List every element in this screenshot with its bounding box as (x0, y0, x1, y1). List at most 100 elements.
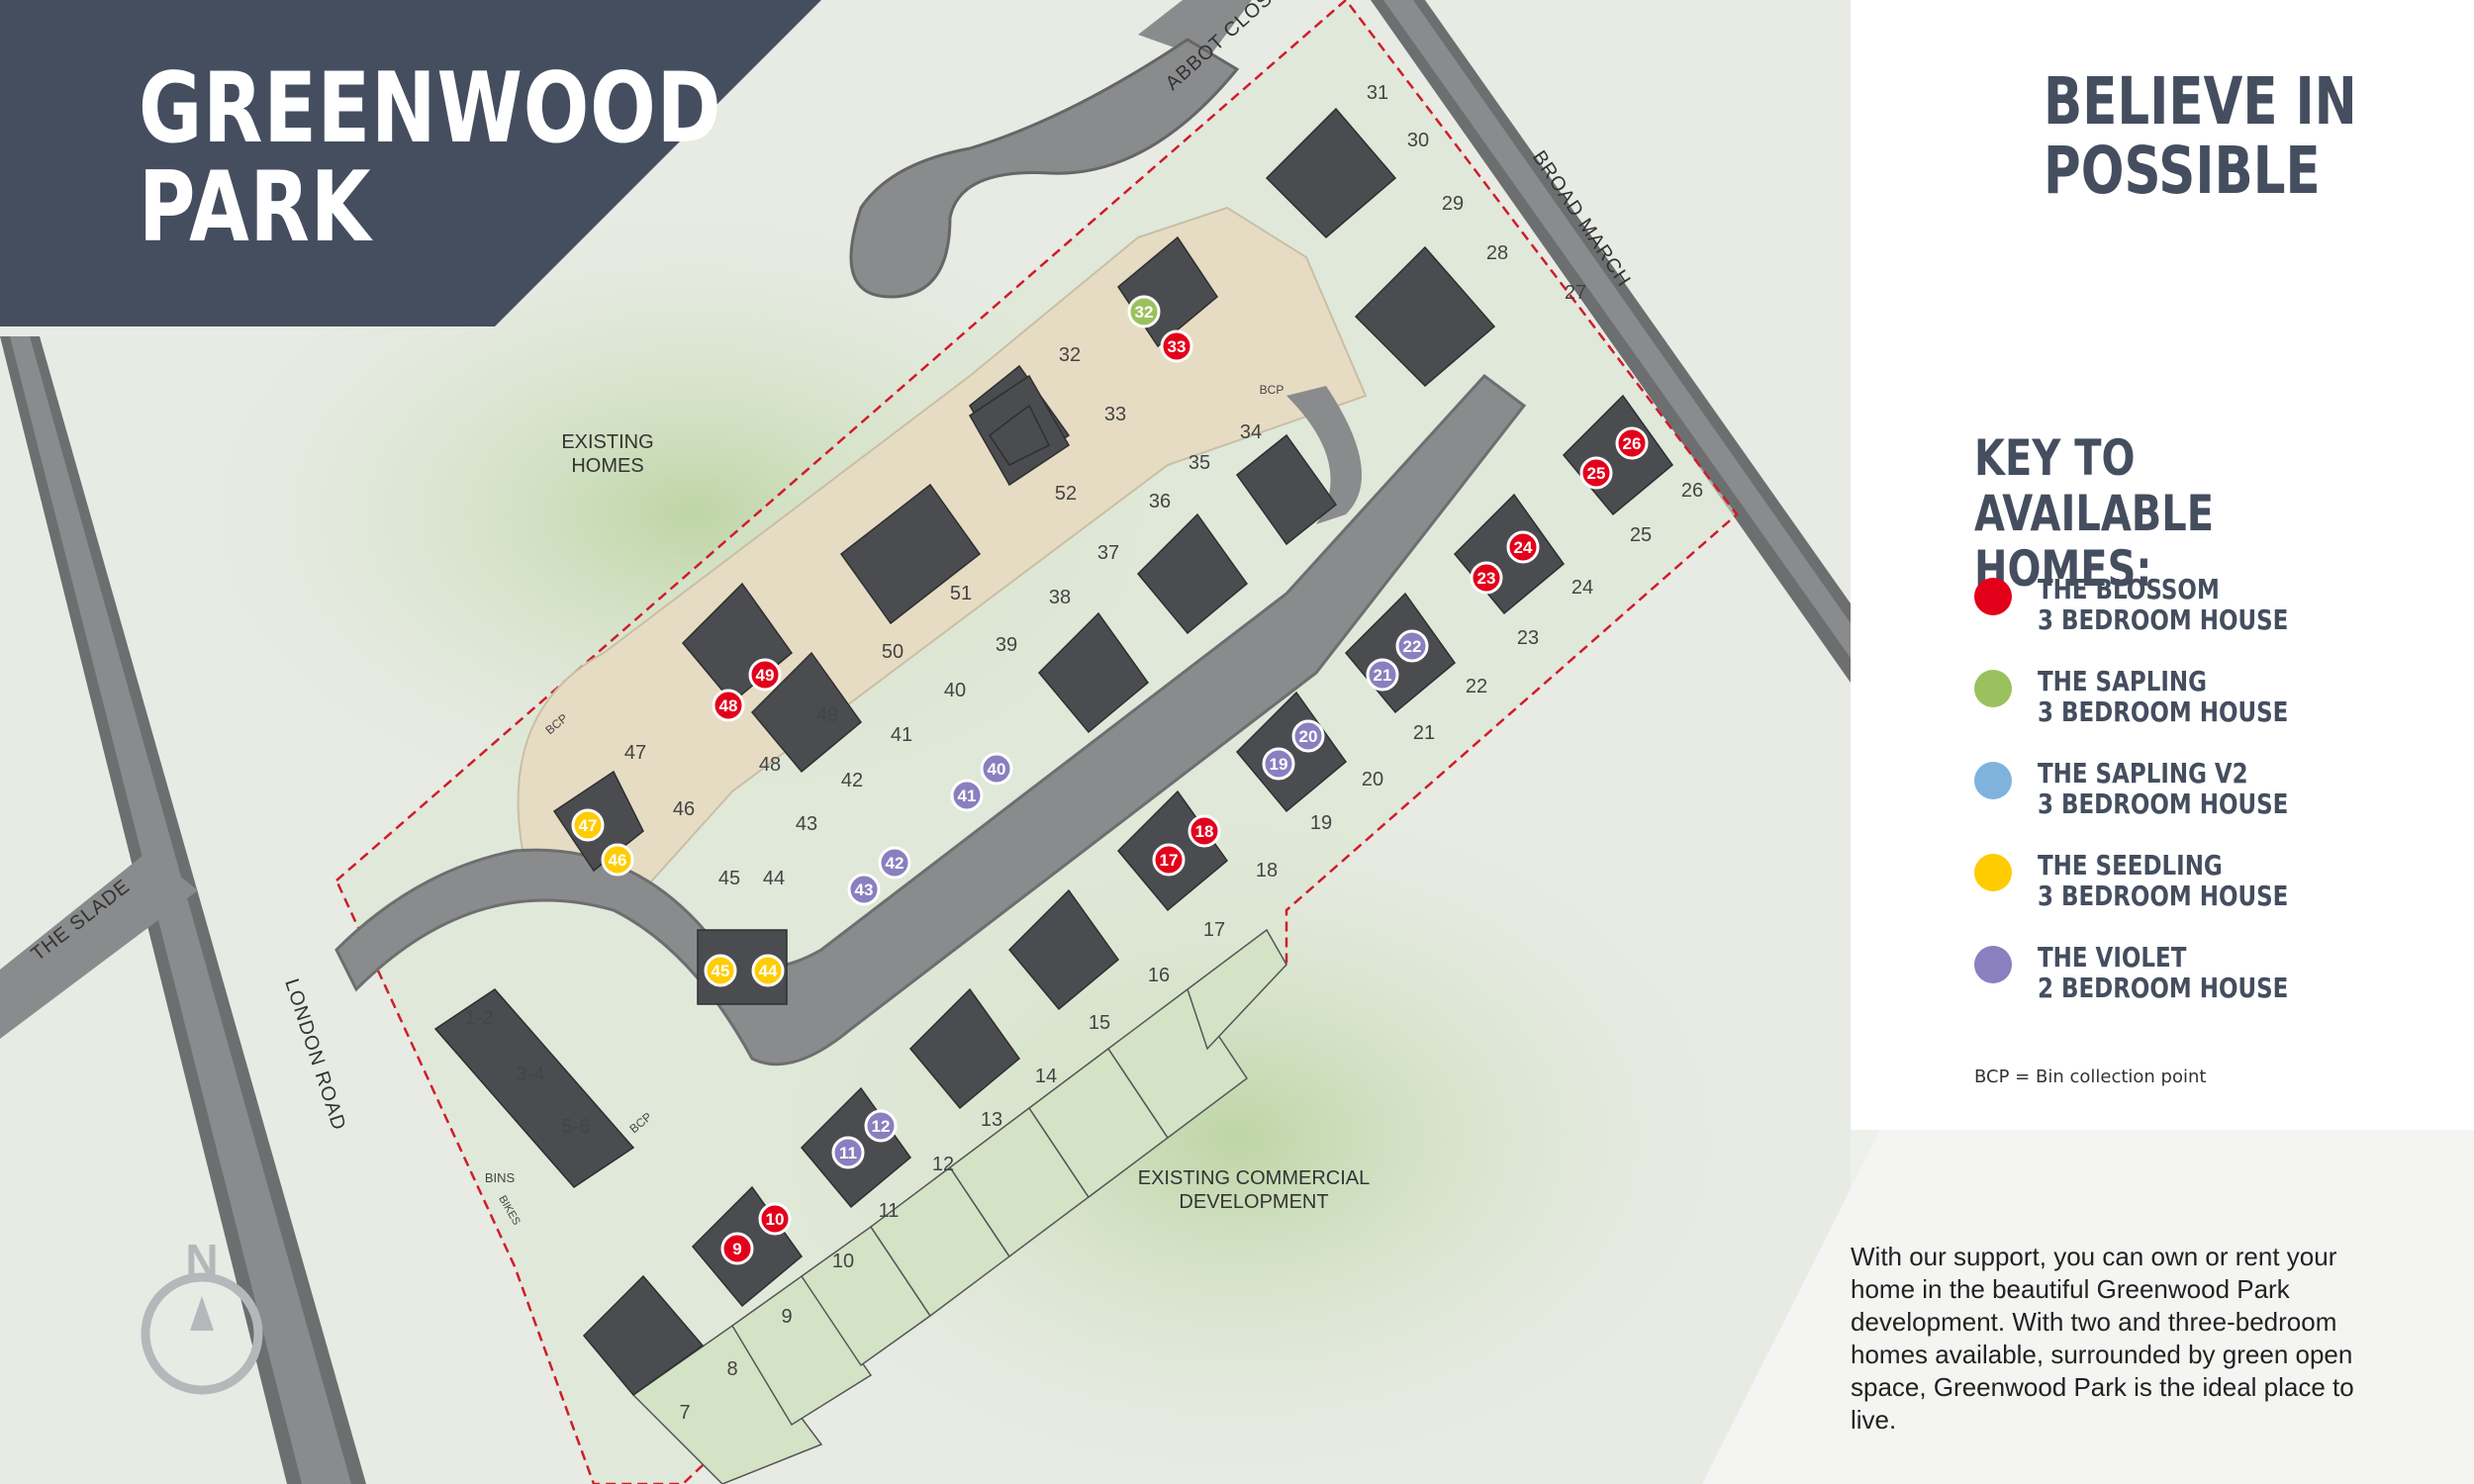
available-home-badge-sapling[interactable]: 32 (1127, 295, 1161, 328)
badge-number: 22 (1403, 637, 1422, 656)
badge-circle (1470, 561, 1503, 595)
plot-number: 22 (1466, 676, 1487, 697)
available-home-badge-seedling[interactable]: 47 (571, 808, 605, 842)
available-home-badge-violet[interactable]: 20 (1291, 719, 1325, 753)
key-title-line-1: KEY TO (1974, 429, 2136, 487)
key-item-sapling-v2: THE SAPLING V2 3 BEDROOM HOUSE (1974, 758, 2343, 850)
plot-number: 48 (759, 754, 781, 776)
badge-circle (864, 1109, 898, 1143)
plot-number: 33 (1104, 404, 1126, 425)
plot-number: 44 (763, 868, 785, 889)
plot-number: 7 (679, 1402, 690, 1424)
available-home-badge-blossom[interactable]: 10 (758, 1202, 792, 1236)
map-label-bcp-3: BCP (1260, 383, 1285, 397)
badge-circle (1366, 658, 1399, 692)
badge-number: 20 (1299, 727, 1318, 746)
plot-number: 21 (1413, 722, 1435, 744)
available-home-badge-violet[interactable]: 21 (1366, 658, 1399, 692)
available-home-badge-blossom[interactable]: 33 (1160, 329, 1193, 363)
plot-number: 42 (841, 770, 863, 791)
available-home-badge-blossom[interactable]: 18 (1188, 814, 1221, 848)
plot-number: 9 (781, 1306, 792, 1328)
north-arrow-icon (190, 1296, 214, 1331)
key-item-label: THE SEEDLING 3 BEDROOM HOUSE (2038, 850, 2288, 911)
badge-circle (1262, 747, 1295, 781)
badge-number: 32 (1135, 303, 1154, 322)
available-home-badge-violet[interactable]: 42 (878, 846, 911, 880)
available-home-badge-blossom[interactable]: 26 (1615, 426, 1649, 460)
available-home-badge-violet[interactable]: 22 (1395, 629, 1429, 663)
plot-number: 50 (882, 641, 904, 663)
available-home-badge-seedling[interactable]: 45 (704, 954, 737, 987)
badge-number: 49 (756, 666, 775, 685)
area-label-commercial-1: EXISTING COMMERCIAL (1138, 1167, 1370, 1189)
plot-number: 47 (624, 742, 646, 764)
area-label-commercial-2: DEVELOPMENT (1179, 1191, 1328, 1213)
badge-circle (1127, 295, 1161, 328)
badge-number: 10 (766, 1210, 785, 1229)
badge-number: 26 (1623, 434, 1642, 453)
badge-number: 48 (719, 696, 738, 715)
available-home-badge-violet[interactable]: 41 (950, 779, 984, 812)
plot-number: 15 (1089, 1012, 1110, 1034)
available-home-badge-violet[interactable]: 12 (864, 1109, 898, 1143)
key-item-label: THE SAPLING 3 BEDROOM HOUSE (2038, 666, 2288, 727)
plot-number-layer: 7891011121314151617181920212223242526272… (465, 82, 1704, 1424)
plot-number: 49 (816, 704, 838, 726)
key-item-name: THE SAPLING (2038, 665, 2207, 697)
badge-circle (601, 843, 634, 877)
badge-circle (1152, 843, 1186, 877)
plot-number: 3-4 (517, 1064, 545, 1085)
plot-number: 1-2 (465, 1007, 494, 1029)
available-home-badge-blossom[interactable]: 48 (712, 689, 745, 722)
badge-number: 42 (886, 854, 904, 873)
available-home-badge-blossom[interactable]: 25 (1579, 456, 1613, 490)
available-home-badge-blossom[interactable]: 49 (748, 658, 782, 692)
available-home-badge-seedling[interactable]: 44 (751, 954, 785, 987)
badge-circle (1506, 530, 1540, 564)
badge-circle (1291, 719, 1325, 753)
bcp-note: BCP = Bin collection point (1974, 1067, 2207, 1087)
key-title-line-2: AVAILABLE HOMES: (1974, 485, 2215, 598)
badge-circle (1188, 814, 1221, 848)
internal-road-spur (1286, 386, 1362, 524)
badge-circle (950, 779, 984, 812)
available-home-badge-blossom[interactable]: 24 (1506, 530, 1540, 564)
plot-number: 52 (1055, 483, 1077, 505)
plot-number: 32 (1059, 344, 1081, 366)
key-item-name: THE VIOLET (2038, 941, 2187, 974)
plot-number: 14 (1035, 1066, 1057, 1087)
key-item-label: THE SAPLING V2 3 BEDROOM HOUSE (2038, 758, 2288, 819)
available-home-badge-blossom[interactable]: 9 (720, 1232, 754, 1265)
badge-number: 17 (1160, 851, 1179, 870)
available-home-badge-violet[interactable]: 19 (1262, 747, 1295, 781)
badge-number: 23 (1477, 569, 1496, 588)
plots-south-row (631, 928, 1287, 1484)
badge-circle (878, 846, 911, 880)
badge-circle (1395, 629, 1429, 663)
available-home-badge-violet[interactable]: 43 (847, 873, 881, 906)
badge-circle (758, 1202, 792, 1236)
plot-number: 40 (944, 680, 966, 701)
plot-number: 12 (932, 1154, 954, 1175)
blossom-swatch-icon (1974, 578, 2012, 615)
available-home-badge-blossom[interactable]: 23 (1470, 561, 1503, 595)
plot-number: 45 (718, 868, 740, 889)
plot-number: 25 (1630, 524, 1652, 546)
key-item-desc: 3 BEDROOM HOUSE (2038, 696, 2289, 728)
key-item-desc: 2 BEDROOM HOUSE (2038, 972, 2289, 1004)
compass: N (141, 1235, 263, 1395)
plot-number: 35 (1189, 452, 1210, 474)
available-home-badge-violet[interactable]: 11 (831, 1136, 865, 1169)
plot-number: 37 (1097, 542, 1119, 564)
badge-number: 47 (579, 816, 598, 835)
available-home-badge-blossom[interactable]: 17 (1152, 843, 1186, 877)
available-home-badge-seedling[interactable]: 46 (601, 843, 634, 877)
plot-number: 34 (1240, 421, 1262, 443)
badge-circle (712, 689, 745, 722)
development-title-line-2: PARK (139, 151, 372, 264)
available-home-badge-violet[interactable]: 40 (980, 752, 1013, 786)
badge-number: 46 (609, 851, 627, 870)
badge-number: 21 (1374, 666, 1392, 685)
